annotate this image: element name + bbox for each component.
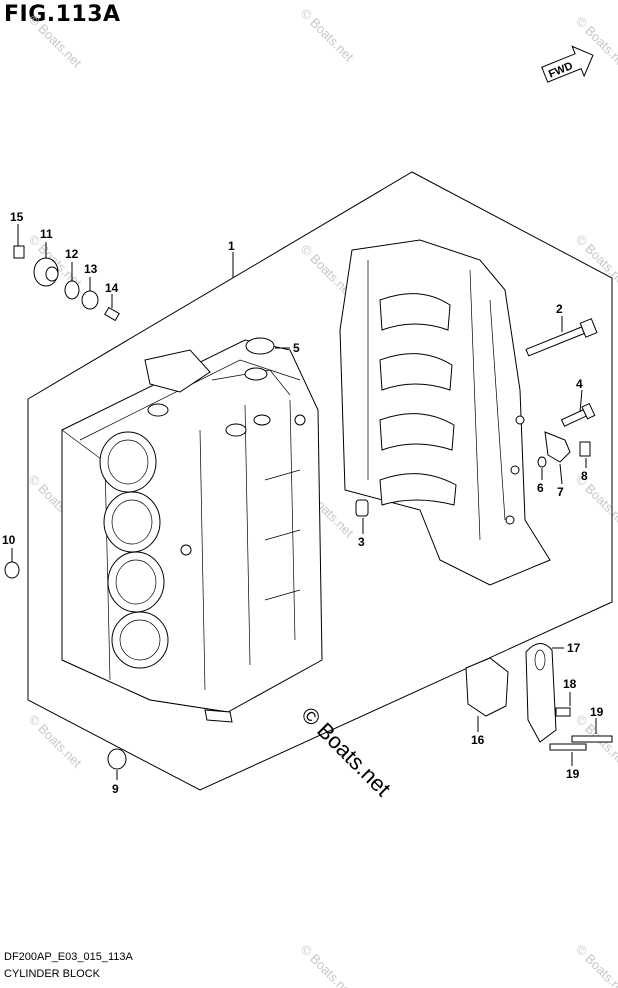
plug-10 xyxy=(4,561,20,579)
watermark-text: © Boats.net xyxy=(26,712,85,771)
bolt-8 xyxy=(579,441,591,457)
callout-8: 8 xyxy=(581,469,588,483)
watermark-text: © Boats.net xyxy=(26,232,85,291)
bolt-15 xyxy=(13,245,25,259)
callout-4: 4 xyxy=(576,377,583,391)
callout-2: 2 xyxy=(556,302,563,316)
callout-13: 13 xyxy=(84,262,98,276)
bolt-2 xyxy=(525,318,598,357)
callout-19: 19 xyxy=(590,705,604,719)
watermark-text: © Boats.net xyxy=(298,6,357,65)
callout-10: 10 xyxy=(2,533,16,547)
callout-18: 18 xyxy=(563,677,577,691)
callout-7: 7 xyxy=(557,485,564,499)
o-ring-6 xyxy=(537,456,547,468)
cylinder-block xyxy=(61,339,323,723)
callout-5: 5 xyxy=(293,341,300,355)
fwd-direction-arrow: FWD xyxy=(541,45,594,83)
watermark-text: © Boats.net xyxy=(26,12,85,71)
bracket-16 xyxy=(465,657,509,717)
dowel-3 xyxy=(355,499,369,517)
o-ring-9 xyxy=(107,748,127,770)
watermark-text: © Boats.net xyxy=(573,472,618,531)
washer-13 xyxy=(81,290,99,310)
callout-15: 15 xyxy=(10,210,24,224)
figure-code: DF200AP_E03_015_113A xyxy=(4,951,133,963)
callout-17: 17 xyxy=(567,641,581,655)
watermark-text: © Boats.net xyxy=(298,942,357,988)
bolt-18 xyxy=(555,707,571,717)
callout-12: 12 xyxy=(65,247,79,261)
figure-name: CYLINDER BLOCK xyxy=(4,968,100,980)
callout-16: 16 xyxy=(471,733,485,747)
callout-11: 11 xyxy=(40,227,53,241)
plate-17 xyxy=(525,643,557,743)
watermark-text: © Boats.net xyxy=(573,942,618,988)
callout-3: 3 xyxy=(358,535,365,549)
crankcase xyxy=(339,239,551,586)
leader-lines xyxy=(11,224,597,780)
callout-6: 6 xyxy=(537,481,544,495)
bolt-14 xyxy=(104,306,120,322)
fitting-11 xyxy=(33,257,59,287)
bolt-4 xyxy=(560,402,596,427)
callouts: 1 2 3 4 5 6 7 8 9 10 11 12 13 14 15 16 1… xyxy=(2,210,604,796)
o-ring-12 xyxy=(64,280,80,300)
assembly-frame xyxy=(27,171,613,791)
o-ring-5 xyxy=(244,367,268,381)
plug-5 xyxy=(245,337,275,355)
callout-19: 19 xyxy=(566,767,580,781)
bolt-19b xyxy=(549,743,587,751)
callout-1: 1 xyxy=(228,239,235,253)
center-watermark: © Boats.net xyxy=(296,702,395,801)
bolt-19a xyxy=(571,735,613,743)
callout-9: 9 xyxy=(112,782,119,796)
figure-title: FIG.113A xyxy=(4,2,121,27)
callout-14: 14 xyxy=(105,281,119,295)
sensor-7 xyxy=(544,431,571,463)
